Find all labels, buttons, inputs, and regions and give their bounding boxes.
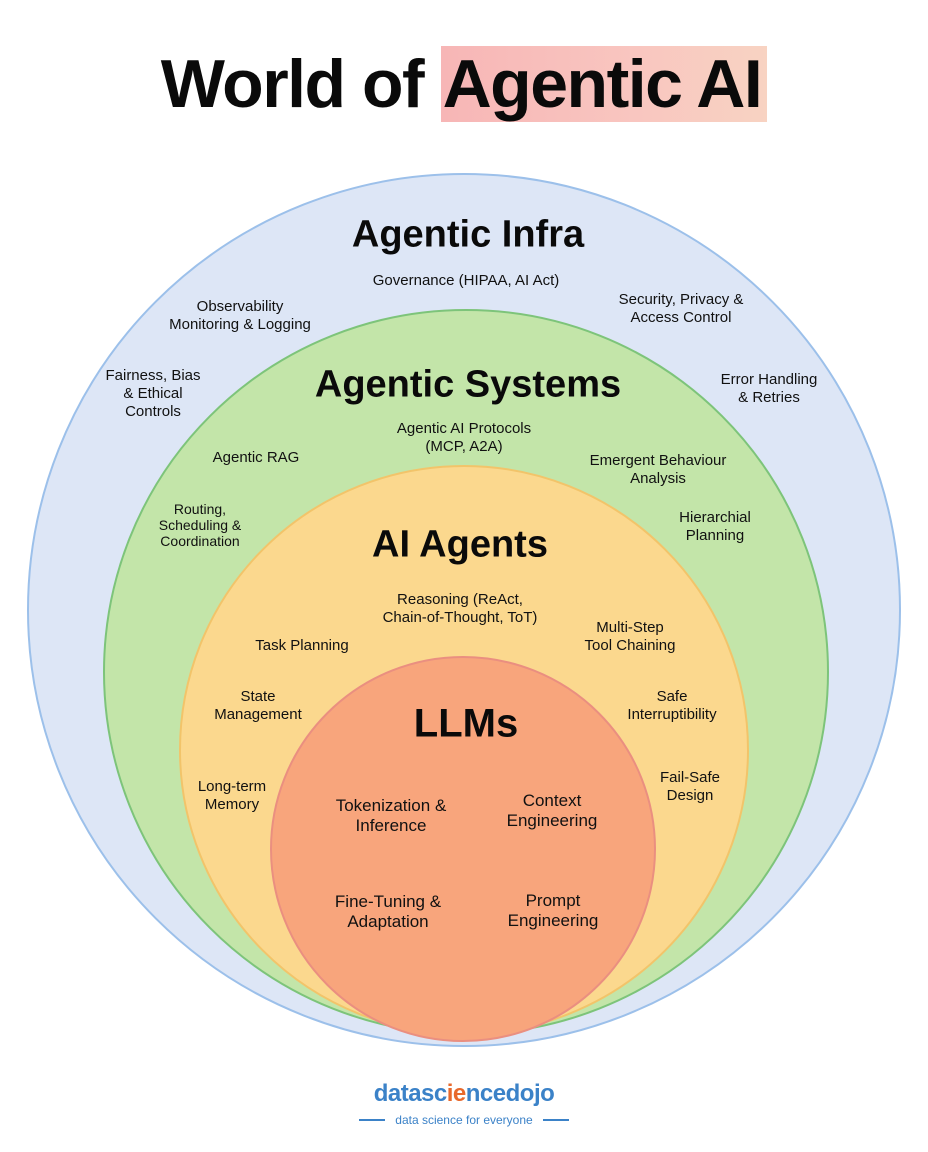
llms-item-context-engineering: Context Engineering [506, 791, 598, 830]
systems-item-protocols: Agentic AI Protocols (MCP, A2A) [396, 420, 532, 455]
systems-title: Agentic Systems [314, 363, 622, 406]
agents-item-task-planning: Task Planning [255, 637, 349, 654]
tagline-dash-right [542, 1119, 569, 1121]
tagline-dash-left [359, 1119, 386, 1121]
logo-part1: datasc [373, 1080, 448, 1107]
agents-item-safe-interruptibility: Safe Interruptibility [627, 688, 717, 723]
logo-tagline-row: data science for everyone [359, 1113, 569, 1127]
logo-tagline: data science for everyone [395, 1113, 533, 1127]
agents-item-reasoning: Reasoning (ReAct, Chain-of-Thought, ToT) [382, 591, 538, 626]
llms-item-prompt-engineering: Prompt Engineering [507, 891, 599, 930]
infra-item-security: Security, Privacy & Access Control [618, 291, 744, 326]
infra-title: Agentic Infra [351, 213, 585, 256]
systems-item-routing: Routing, Scheduling & Coordination [158, 501, 242, 549]
agents-title: AI Agents [372, 523, 548, 566]
agents-item-multistep: Multi-Step Tool Chaining [584, 619, 676, 654]
infra-item-error-handling: Error Handling & Retries [720, 371, 818, 406]
agents-item-state-management: State Management [214, 688, 302, 723]
llms-item-tokenization: Tokenization & Inference [335, 796, 447, 835]
brand-logo: datasciencedojo data science for everyon… [0, 1080, 928, 1127]
title-prefix: World of [160, 46, 441, 122]
ring-llms [270, 656, 656, 1042]
systems-item-emergent: Emergent Behaviour Analysis [589, 452, 727, 487]
systems-item-agentic-rag: Agentic RAG [212, 449, 300, 466]
page-title: World of Agentic AI [0, 42, 928, 126]
logo-part2: ie [446, 1080, 467, 1107]
logo-part3: ncedojo [465, 1080, 555, 1107]
agents-item-fail-safe: Fail-Safe Design [659, 769, 721, 804]
llms-title: LLMs [413, 701, 519, 746]
infra-item-fairness: Fairness, Bias & Ethical Controls [105, 367, 201, 420]
infra-item-governance: Governance (HIPAA, AI Act) [372, 272, 560, 289]
title-highlight: Agentic AI [440, 46, 768, 122]
systems-item-hierarchial: Hierarchial Planning [679, 509, 751, 544]
logo-wordmark: datasciencedojo [0, 1080, 928, 1108]
infra-item-observability: Observability Monitoring & Logging [169, 298, 311, 333]
llms-item-fine-tuning: Fine-Tuning & Adaptation [334, 892, 442, 931]
agents-item-long-term-memory: Long-term Memory [197, 778, 267, 813]
